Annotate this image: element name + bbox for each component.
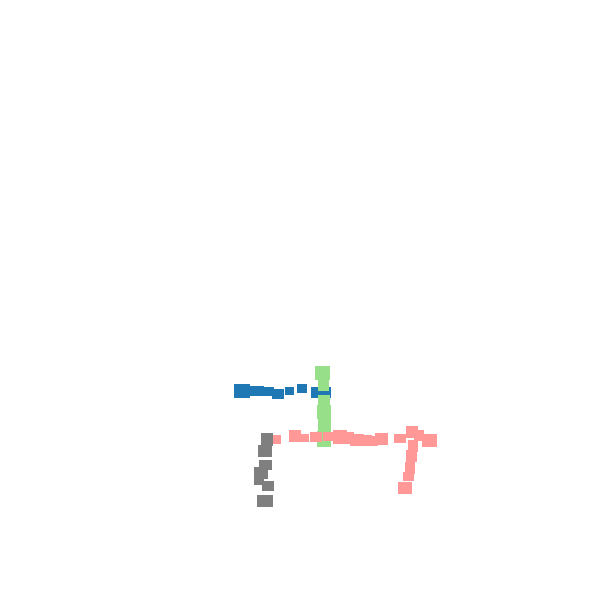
pink-mark-group: [270, 426, 437, 494]
pink-square-10: [368, 436, 378, 446]
gray-mark-group: [254, 433, 274, 507]
blue-square-7: [311, 387, 331, 398]
green-square-2: [318, 379, 329, 391]
gray-square-1: [261, 433, 273, 446]
green-square-5: [318, 418, 331, 431]
pink-square-15: [422, 434, 437, 447]
pink-square-16: [408, 440, 418, 452]
green-mark-group: [315, 366, 331, 447]
pink-square-2: [289, 430, 301, 442]
gray-square-6: [262, 481, 274, 491]
blue-mark-group: [234, 384, 331, 399]
green-square-1: [315, 366, 330, 380]
pink-square-14: [414, 430, 424, 441]
gray-square-4: [254, 467, 268, 479]
pink-square-20: [398, 482, 412, 494]
pink-square-12: [394, 434, 406, 443]
gray-square-5: [254, 477, 264, 485]
blue-square-3: [262, 387, 274, 396]
pink-square-4: [310, 432, 322, 442]
gray-square-7: [257, 495, 273, 507]
pink-square-9: [360, 435, 372, 446]
pink-square-19: [403, 472, 414, 481]
pink-square-3: [299, 434, 309, 442]
blue-square-4: [272, 389, 284, 399]
blue-square-6: [297, 384, 307, 393]
blue-square-5: [285, 387, 294, 395]
pink-square-17: [406, 450, 417, 462]
pink-square-11: [375, 433, 388, 445]
pink-square-18: [405, 462, 415, 474]
blue-square-2: [250, 386, 264, 396]
pink-square-5: [323, 432, 333, 441]
green-square-3: [318, 395, 330, 405]
pink-square-1: [270, 435, 281, 444]
gray-square-3: [259, 460, 272, 470]
green-square-4: [317, 405, 331, 419]
gray-square-2: [258, 445, 272, 457]
blue-square-1: [234, 384, 250, 398]
